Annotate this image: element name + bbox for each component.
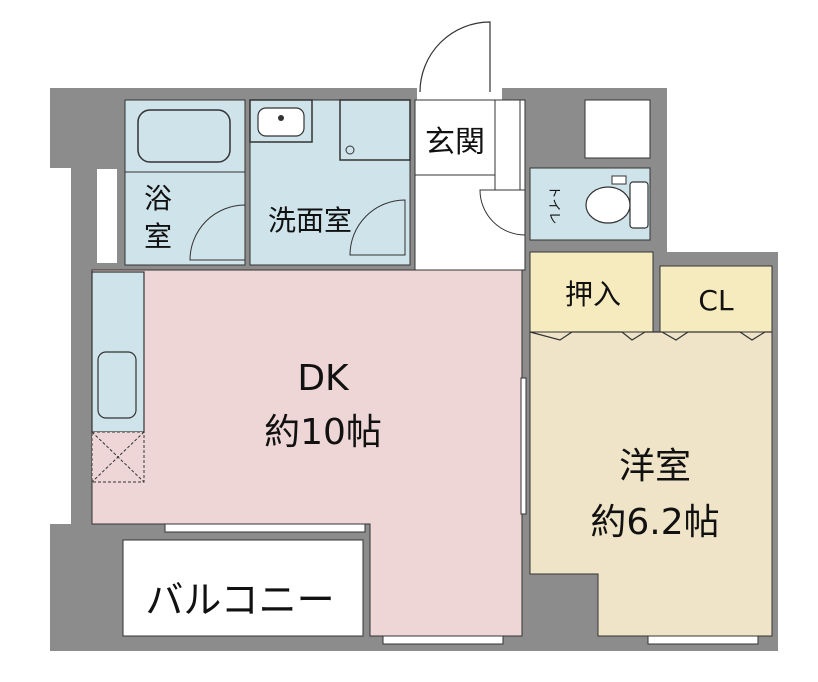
closet [659,265,773,333]
entrance-label: 玄関 [425,125,485,160]
oshiire [529,251,654,333]
dk-window-bottom [382,635,504,645]
balcony [122,539,364,637]
washroom-door-swing [349,199,406,256]
western-name: 洋室 [619,446,691,487]
shoe-cabinet [494,99,521,191]
bath-label-2: 室 [144,220,172,253]
dk-name: DK [297,358,350,399]
bath-door-swing [189,204,246,261]
sliding-door [520,377,527,515]
dk-window-top [164,523,366,533]
oshiire-label: 押入 [565,278,621,311]
fridge-cross-b [91,431,145,483]
toilet-tank [629,181,649,229]
front-door-swing [419,21,491,93]
kitchen-sink [97,351,137,419]
balcony-label: バルコニー [145,578,334,622]
dk-size: 約10帖 [264,412,382,453]
entrance-notch [417,50,502,100]
closet-label: CL [698,284,734,317]
western-window [647,635,759,645]
washroom-label: 洗面室 [268,204,352,237]
pipe-shaft [584,99,651,159]
washer-drain [345,145,355,155]
toilet-door-swing [479,189,526,236]
toilet-bowl [585,186,631,224]
bathtub [137,109,231,163]
wash-basin [257,107,305,137]
basin-drain [278,115,284,121]
storage-doors [529,331,772,341]
toilet-label: トイレ [546,185,561,224]
bath-label-1: 浴 [144,182,172,215]
dk-room [91,269,523,637]
western-size: 約6.2帖 [590,502,719,543]
left-pillar [95,167,119,265]
washing-machine [339,99,411,161]
left-wall-strip [71,168,92,524]
paper-holder [611,175,627,185]
